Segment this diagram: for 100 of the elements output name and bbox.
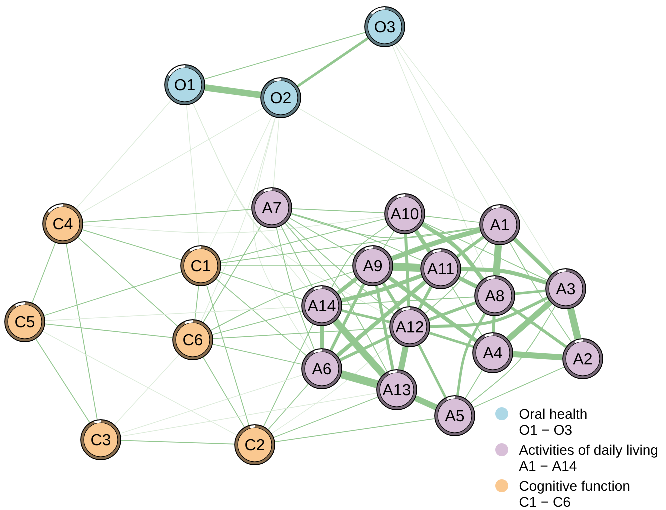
edge-line (114, 354, 180, 426)
edge-line (276, 228, 315, 350)
edge-line (44, 272, 182, 316)
edge-line (393, 262, 421, 272)
edge-line (515, 290, 546, 296)
edge-line (510, 306, 568, 348)
edge-line (513, 351, 563, 361)
edge-line (204, 32, 366, 80)
edge-line (292, 208, 385, 214)
edge-line (82, 230, 182, 260)
edge-line (425, 242, 489, 314)
edge-line (418, 344, 447, 398)
edge-line (297, 38, 369, 88)
edge-line (289, 218, 356, 256)
edge-line (465, 370, 483, 399)
edge-line (423, 222, 548, 281)
edge-line (341, 274, 422, 303)
edge-line (220, 218, 386, 262)
edge-line (286, 221, 394, 315)
edge-line (192, 103, 392, 318)
edge-line (209, 116, 273, 248)
edge-line (220, 227, 480, 264)
edge-line (206, 285, 250, 426)
edge-line (331, 225, 389, 288)
edge-line (284, 223, 388, 372)
edge-line (66, 244, 98, 420)
edge-line (212, 310, 303, 336)
edge-line (220, 272, 303, 300)
edge-line (253, 117, 312, 352)
edge-line (392, 46, 488, 278)
edge-line (201, 117, 276, 322)
edge-line (470, 306, 556, 404)
edge-line (212, 344, 302, 365)
edge-line (121, 440, 235, 445)
edge-line (567, 308, 582, 340)
edge-line (83, 216, 386, 234)
edge-line (216, 278, 307, 356)
edge-line (273, 118, 280, 188)
edge-line (203, 225, 262, 323)
edge-line (263, 324, 314, 427)
edge-line (78, 237, 178, 327)
edge-line (461, 267, 548, 285)
edge-line (398, 346, 409, 371)
edge-line (342, 296, 475, 306)
edge-line (120, 393, 378, 437)
legend-label: Oral health O1 − O3 (520, 408, 587, 436)
edge-line (340, 370, 378, 388)
edge-line (414, 230, 432, 253)
edge-line (342, 310, 390, 324)
edge-line (382, 282, 401, 310)
edge-line (492, 316, 496, 333)
edge-line (83, 209, 252, 223)
edge-line (76, 100, 172, 209)
edge-line (422, 222, 484, 281)
edge-line (473, 366, 565, 408)
edge-line (424, 216, 480, 224)
edge-line (194, 286, 200, 320)
edge-line (320, 326, 324, 348)
edge-line (404, 234, 411, 307)
edge-line (330, 284, 366, 352)
edge-line (418, 286, 433, 310)
edge-line (458, 276, 478, 289)
edge-line (340, 334, 392, 362)
edge-line (291, 214, 480, 239)
edge-line (383, 231, 395, 249)
edge-line (213, 328, 390, 340)
edge-line (336, 280, 427, 358)
edge-line (414, 396, 438, 410)
edge-line (280, 226, 314, 288)
edge-line (120, 374, 303, 434)
edge-line (397, 42, 556, 272)
edge-line (388, 276, 478, 343)
edge-line (44, 324, 174, 338)
edge-line (375, 286, 395, 370)
edge-line (513, 238, 553, 276)
edge-line (32, 242, 56, 304)
edge-line (45, 306, 302, 322)
edge-line (492, 245, 502, 276)
edge-line (80, 108, 264, 214)
edge-line (268, 384, 309, 430)
edge-line (186, 105, 200, 246)
edge-line (36, 338, 90, 424)
edge-line (333, 318, 386, 378)
edge-line (506, 300, 553, 342)
edge-line (430, 296, 548, 328)
edge-line (394, 44, 490, 208)
edge-line (510, 242, 572, 342)
edge-line (391, 228, 481, 262)
edge-line (203, 357, 246, 428)
edge-line (210, 272, 354, 331)
edge-line (291, 213, 423, 262)
edge-line (429, 332, 474, 348)
legend-label: Activities of daily living A1 − A14 (519, 444, 658, 471)
edge-line (204, 84, 262, 98)
edge-line (336, 277, 358, 295)
edge-line (456, 236, 484, 258)
edge-line (428, 302, 476, 322)
edge-line (272, 340, 395, 434)
legend-label: Cognitive function C1 − C6 (520, 480, 630, 508)
edge-line (456, 313, 486, 396)
